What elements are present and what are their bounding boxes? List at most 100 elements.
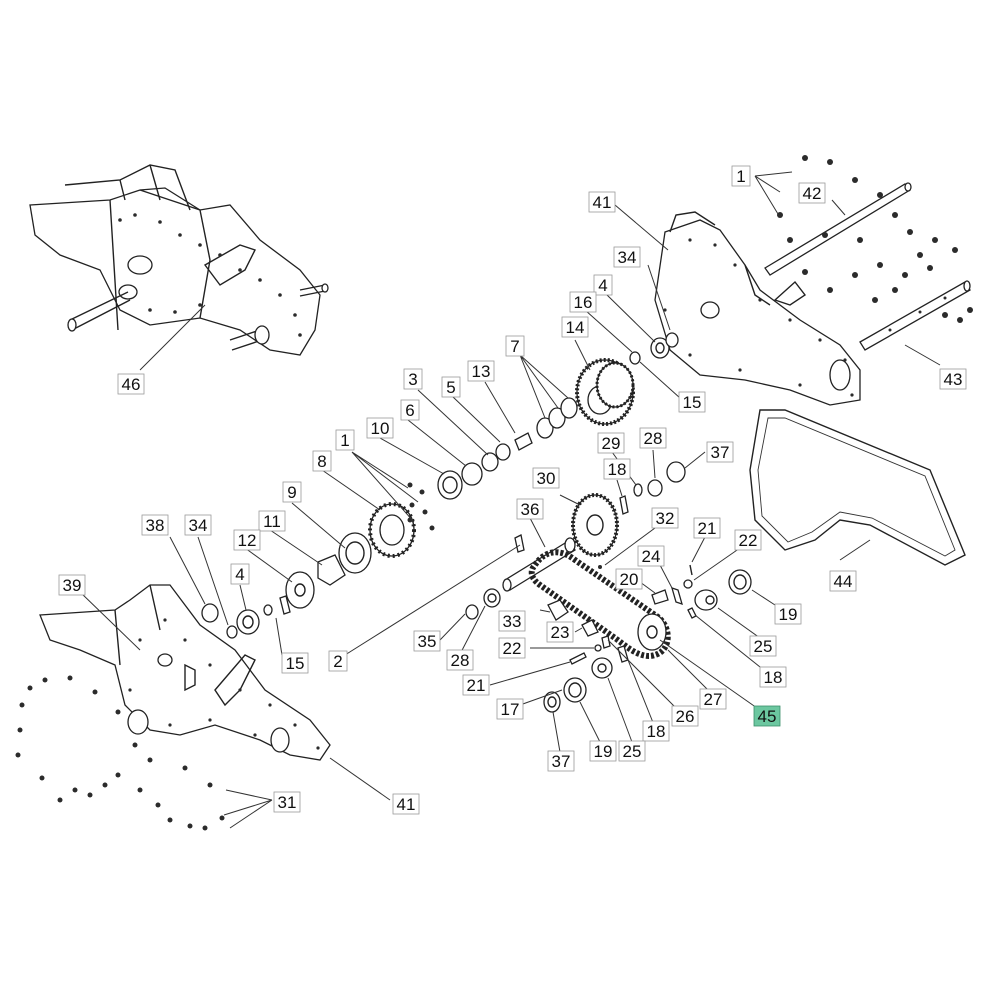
callout-c29: 29 — [597, 432, 625, 454]
callout-c4a: 4 — [593, 274, 613, 296]
shaft-42 — [764, 182, 912, 276]
callout-number: 22 — [739, 531, 758, 550]
callout-box — [642, 720, 670, 742]
callout-box — [403, 368, 423, 390]
callout-c34a: 34 — [613, 246, 641, 268]
callout-c3: 3 — [403, 368, 423, 390]
callout-c17: 17 — [496, 698, 524, 720]
key-36 — [514, 534, 525, 553]
callout-c41a: 41 — [588, 191, 616, 213]
screws-group-1 — [777, 155, 973, 323]
callout-c42: 42 — [798, 182, 826, 204]
callout-number: 8 — [317, 452, 326, 471]
callout-c44: 44 — [829, 570, 857, 592]
callout-number: 15 — [286, 654, 305, 673]
callout-number: 25 — [754, 637, 773, 656]
bracket-33 — [547, 599, 569, 621]
callout-box — [141, 514, 169, 536]
callout-c43: 43 — [939, 368, 967, 390]
callout-c21b: 21 — [462, 674, 490, 696]
callout-c11: 11 — [258, 510, 286, 532]
housing-half-41-left — [39, 584, 331, 761]
callout-number: 5 — [446, 378, 455, 397]
callout-c18a: 18 — [603, 458, 631, 480]
plate-23 — [581, 619, 599, 637]
callout-c34b: 34 — [184, 514, 212, 536]
callout-c45: 45 — [753, 705, 781, 727]
callout-number: 1 — [736, 167, 745, 186]
callout-c15b: 15 — [281, 652, 309, 674]
callout-number: 27 — [704, 690, 723, 709]
pin-26 — [601, 635, 611, 649]
callout-number: 6 — [405, 401, 414, 420]
callout-c18c: 18 — [642, 720, 670, 742]
housing-half-41-right — [654, 211, 861, 406]
callout-number: 4 — [598, 276, 607, 295]
callout-number: 7 — [510, 337, 519, 356]
callout-box — [281, 652, 309, 674]
hub-12 — [285, 571, 315, 609]
bearing-4-left — [236, 609, 260, 635]
tensioner-25-upper — [694, 589, 718, 611]
seal-34-left — [226, 625, 238, 639]
screw-21-lower — [569, 652, 587, 665]
callout-number: 37 — [552, 752, 571, 771]
callout-number: 31 — [278, 793, 297, 812]
callout-box — [117, 373, 145, 395]
callout-box — [731, 165, 751, 187]
callout-box — [939, 368, 967, 390]
key-18-lower — [617, 645, 629, 663]
callout-c37a: 37 — [706, 441, 734, 463]
callout-box — [258, 510, 286, 532]
callout-c21a: 21 — [693, 517, 721, 539]
callout-c16: 16 — [569, 291, 597, 313]
screws-group-31 — [15, 675, 225, 831]
callout-c46: 46 — [117, 373, 145, 395]
callout-c15a: 15 — [678, 391, 706, 413]
callout-box — [184, 514, 212, 536]
callout-box — [798, 182, 826, 204]
callout-box — [588, 191, 616, 213]
gear-14 — [575, 358, 635, 426]
callout-number: 33 — [503, 612, 522, 631]
callout-number: 44 — [834, 572, 853, 591]
nut-22-upper — [683, 579, 693, 589]
callout-number: 41 — [397, 795, 416, 814]
callout-box — [282, 481, 302, 503]
callout-number: 28 — [644, 429, 663, 448]
callout-c1b: 1 — [335, 429, 355, 451]
callout-box — [734, 529, 762, 551]
callout-box — [335, 429, 355, 451]
callout-number: 3 — [408, 370, 417, 389]
callout-number: 18 — [764, 668, 783, 687]
callout-number: 26 — [676, 707, 695, 726]
clutch-8 — [368, 502, 416, 558]
callout-c5: 5 — [441, 376, 461, 398]
bearing-16 — [650, 332, 679, 359]
callout-c25a: 25 — [749, 635, 777, 657]
callout-c10: 10 — [366, 417, 394, 439]
spacer-13 — [495, 432, 533, 461]
callout-c14: 14 — [561, 316, 589, 338]
callout-number: 43 — [944, 370, 963, 389]
callout-box — [328, 650, 348, 672]
callout-number: 13 — [472, 362, 491, 381]
bearing-19-lower — [563, 677, 587, 703]
callout-c38: 38 — [141, 514, 169, 536]
callout-number: 46 — [122, 375, 141, 394]
clutch-9 — [338, 532, 372, 574]
callout-box — [230, 563, 250, 585]
callout-box — [462, 674, 490, 696]
callout-c39: 39 — [58, 574, 86, 596]
callout-c28b: 28 — [446, 649, 474, 671]
callout-c41b: 41 — [392, 793, 420, 815]
callout-c26: 26 — [671, 705, 699, 727]
callout-number: 4 — [235, 565, 244, 584]
bearing-35 — [465, 604, 479, 620]
bearing-19-upper — [728, 569, 752, 595]
callout-c24: 24 — [637, 545, 665, 567]
callout-number: 18 — [608, 460, 627, 479]
callout-number: 32 — [656, 509, 675, 528]
callout-number: 39 — [63, 576, 82, 595]
